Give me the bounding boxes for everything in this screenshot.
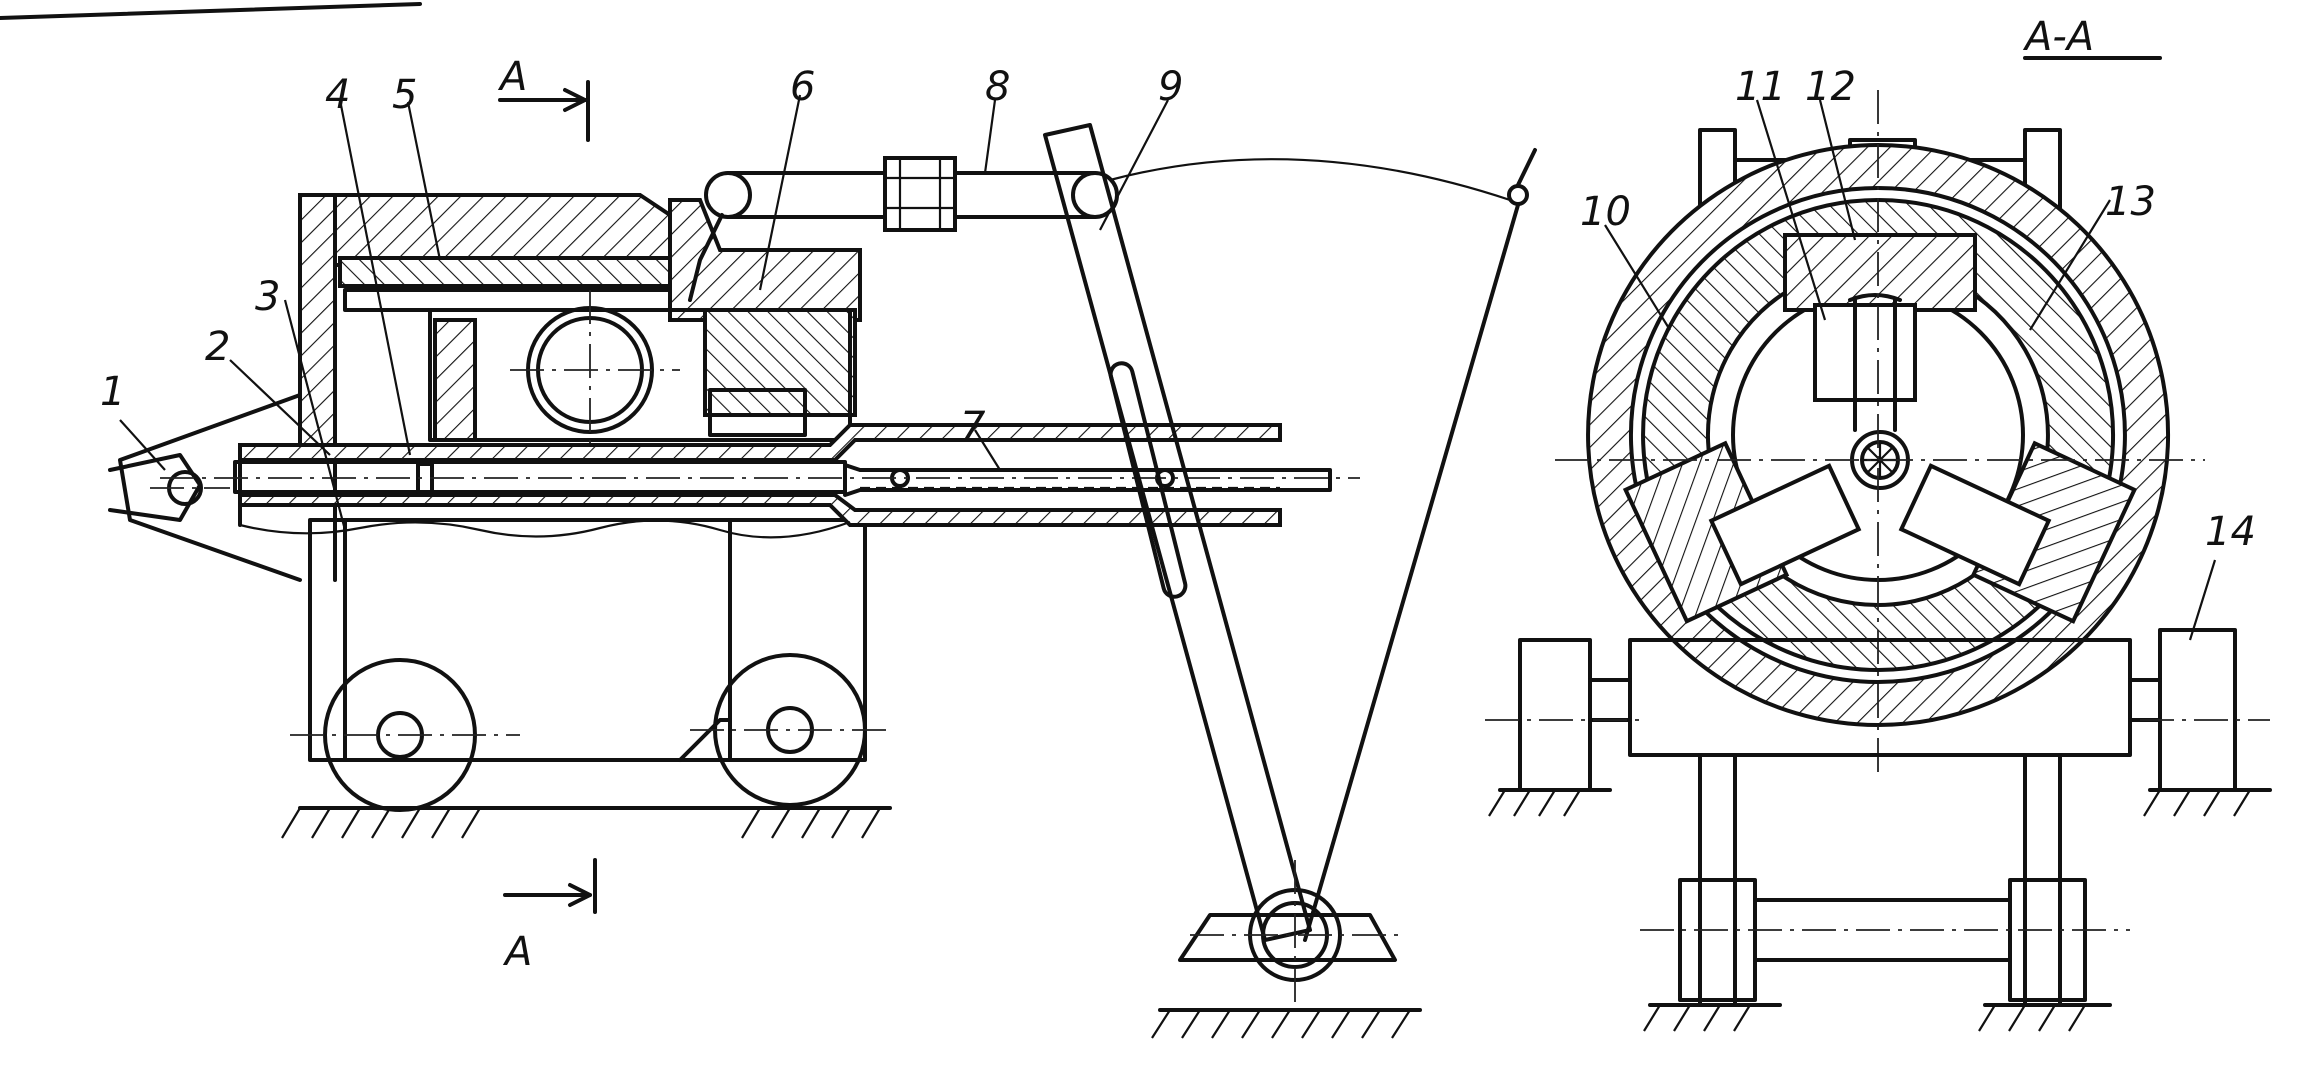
leader-lines bbox=[119, 94, 1169, 531]
break-line bbox=[239, 519, 851, 539]
label-8: 8 bbox=[985, 64, 1010, 110]
upper-roller bbox=[1813, 303, 1917, 402]
right-roller bbox=[1898, 440, 2138, 624]
rear-wheel bbox=[690, 653, 890, 807]
ground-left bbox=[281, 806, 892, 839]
section-mark-top: А bbox=[497, 54, 527, 100]
lever bbox=[1043, 123, 1312, 942]
section-marker-top bbox=[498, 80, 590, 142]
label-1: 1 bbox=[100, 369, 125, 415]
section-leaders bbox=[1604, 99, 2217, 641]
base-frame bbox=[1628, 638, 2132, 757]
slide-bar bbox=[338, 256, 672, 288]
gearbox bbox=[708, 388, 807, 437]
label-13: 13 bbox=[2105, 179, 2156, 225]
label-5: 5 bbox=[392, 72, 417, 118]
label-10: 10 bbox=[1580, 189, 1631, 235]
tow-bracket bbox=[108, 393, 302, 582]
section-mark-bottom: А bbox=[502, 929, 532, 975]
front-wheel bbox=[290, 658, 520, 812]
label-7: 7 bbox=[960, 404, 986, 450]
label-12: 12 bbox=[1805, 64, 1856, 110]
rotor-ring bbox=[1641, 198, 2116, 672]
carriage-head bbox=[668, 198, 862, 322]
chassis-body bbox=[308, 518, 867, 762]
left-roller bbox=[1622, 440, 1862, 624]
paper-edge-line bbox=[0, 2, 422, 20]
center-hub bbox=[1555, 90, 2205, 780]
top-housing bbox=[333, 193, 672, 267]
right-wheel-section bbox=[2158, 628, 2237, 792]
label-11: 11 bbox=[1735, 64, 1786, 110]
pivot-base bbox=[1151, 860, 1422, 1039]
label-2: 2 bbox=[205, 324, 230, 370]
link-arm bbox=[688, 156, 1119, 302]
inner-rod bbox=[160, 460, 1360, 497]
label-9: 9 bbox=[1158, 64, 1183, 110]
side-view bbox=[108, 80, 1537, 1039]
label-14: 14 bbox=[2205, 509, 2256, 555]
section-marker-bottom bbox=[503, 858, 597, 914]
head-block bbox=[703, 308, 857, 417]
upper-block bbox=[1783, 233, 1977, 312]
left-wheel-section bbox=[1518, 638, 1592, 792]
cable bbox=[1109, 158, 1511, 202]
front-plate bbox=[298, 193, 337, 452]
label-6: 6 bbox=[790, 64, 815, 110]
outer-ring bbox=[1586, 143, 2171, 727]
drive-motor bbox=[510, 290, 680, 450]
turnbuckle bbox=[883, 156, 957, 232]
section-view bbox=[1485, 56, 2272, 1032]
label-4: 4 bbox=[325, 72, 350, 118]
label-3: 3 bbox=[255, 274, 280, 320]
section-title: А-А bbox=[2022, 14, 2094, 60]
inner-bracket bbox=[433, 318, 477, 442]
